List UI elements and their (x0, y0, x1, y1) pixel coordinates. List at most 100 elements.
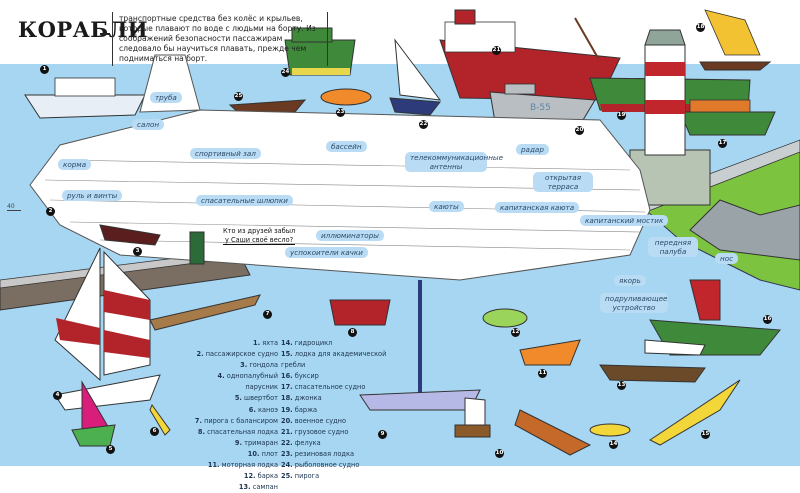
sailboat-4 (54, 247, 161, 411)
legend-item: 23. резиновая лодка (281, 449, 354, 458)
cargo-ship-21 (439, 9, 621, 101)
badge-19: 19 (617, 111, 626, 120)
badge-7: 7 (263, 310, 272, 319)
legend-item: 8. спасательная лодка (197, 427, 278, 436)
legend-item: 18. джонка (281, 394, 322, 403)
badge-21: 21 (492, 46, 501, 55)
gondola-3 (99, 224, 161, 246)
badge-18: 18 (696, 23, 705, 32)
lifeboat-8 (329, 299, 391, 326)
label-bow: нос (715, 253, 739, 264)
badge-22: 22 (419, 120, 428, 129)
legend-item: 24. рыболовное судно (281, 461, 360, 470)
badge-11: 11 (538, 369, 547, 378)
badge-20: 20 (575, 126, 584, 135)
badge-1: 1 (40, 65, 49, 74)
legend-left-column: 1. яхта 2. пассажирское судно 3. гондола… (190, 338, 278, 493)
label-pool: бассейн (326, 141, 367, 152)
motorboat-11 (519, 339, 581, 366)
badge-14: 14 (609, 440, 618, 449)
felucca-22 (389, 38, 442, 116)
yacht-1 (24, 77, 146, 119)
barque-12 (482, 308, 528, 328)
legend-item: 3. гондола (240, 361, 278, 370)
label-radar: радар (516, 144, 549, 155)
legend-item: 4. однопалубный парусник (217, 372, 278, 392)
junk-18 (699, 9, 772, 71)
rowing-shell-15 (649, 379, 741, 446)
legend-item: 10. плот (247, 449, 278, 458)
badge-10: 10 (495, 449, 504, 458)
badge-12: 12 (511, 328, 520, 337)
rubber-boat-23 (320, 88, 372, 106)
legend-item: 19. баржа (281, 405, 318, 414)
label-bridge: капитанский мостик (580, 215, 669, 226)
legend-item: 9. тримаран (234, 438, 278, 447)
badge-25: 25 (234, 92, 243, 101)
badge-2: 2 (46, 207, 55, 216)
rocks (689, 199, 800, 261)
label-portholes: иллюминаторы (316, 230, 384, 241)
label-anchor: якорь (614, 275, 646, 286)
label-terrace: открытая терраса (533, 172, 593, 192)
badge-3: 3 (133, 247, 142, 256)
quiz-question: Кто из друзей забыл у Саши своё весло? (223, 227, 296, 245)
legend-item: 2. пассажирское судно (196, 350, 278, 359)
jetski-14 (589, 423, 631, 437)
legend-item: 15. лодка для академической гребли (281, 350, 387, 370)
badge-5: 5 (106, 445, 115, 454)
legend-right-column: 14. гидроцикл 15. лодка для академическо… (281, 338, 391, 482)
legend-item: 16. буксир (281, 372, 319, 381)
harbor-illustration: B-55 (0, 9, 800, 466)
legend-item: 20. военное судно (281, 416, 347, 425)
badge-4: 4 (53, 391, 62, 400)
legend-item: 6. каноэ (248, 405, 278, 414)
page-number: 40 (7, 203, 21, 211)
quiz-line-2: у Саши своё весло? (223, 236, 296, 245)
legend-item: 12. барка (243, 472, 278, 481)
rescue-ship-17 (679, 99, 776, 136)
label-gym: спортивный зал (190, 148, 261, 159)
sampan-13 (599, 339, 706, 383)
label-stern: корма (58, 159, 92, 170)
legend-item: 5. швертбот (234, 394, 278, 403)
legend-item: 13. сампан (238, 483, 278, 492)
badge-8: 8 (348, 328, 357, 337)
label-salon: салон (132, 119, 165, 130)
warship-hull-number: B-55 (530, 103, 551, 113)
label-lifeboats: спасательные шлюпки (196, 195, 293, 206)
label-foredeck: передняя палуба (648, 237, 698, 257)
page-title: КОРАБЛИ (18, 17, 149, 42)
badge-13: 13 (617, 381, 626, 390)
legend-item: 11. моторная лодка (207, 461, 278, 470)
badge-6: 6 (150, 427, 159, 436)
intro-text: транспортные средства без колёс и крылье… (112, 12, 328, 66)
legend-item: 22. фелука (281, 438, 321, 447)
legend-item: 14. гидроцикл (281, 339, 333, 347)
label-stabilizers: успокоители качки (285, 247, 368, 258)
legend-item: 17. спасательное судно (281, 383, 366, 392)
legend-item: 25. пирога (281, 472, 320, 481)
label-rudder: руль и винты (62, 190, 123, 201)
trimaran-9 (359, 280, 481, 411)
badge-9: 9 (378, 430, 387, 439)
fishing-boat-24 (284, 27, 356, 76)
label-funnel: труба (150, 92, 182, 103)
speedboat (514, 409, 592, 456)
legend-item: 7. пирога с балансиром (194, 416, 278, 425)
quiz-line-1: Кто из друзей забыл (223, 227, 296, 235)
label-cabins: каюты (429, 201, 464, 212)
kayak-6 (149, 403, 171, 436)
badge-24: 24 (281, 68, 290, 77)
raft-10 (454, 397, 491, 438)
label-antennas: телекоммуникационные антенны (405, 152, 503, 172)
outrigger-7 (149, 294, 261, 331)
badge-16: 16 (763, 315, 772, 324)
badge-23: 23 (336, 108, 345, 117)
label-thruster: подруливающее устройство (600, 293, 668, 313)
small-beacon (189, 231, 205, 265)
title-divider (100, 33, 110, 35)
badge-15: 15 (701, 430, 710, 439)
legend-item: 1. яхта (253, 339, 278, 347)
legend-item: 21. грузовое судно (281, 427, 349, 436)
